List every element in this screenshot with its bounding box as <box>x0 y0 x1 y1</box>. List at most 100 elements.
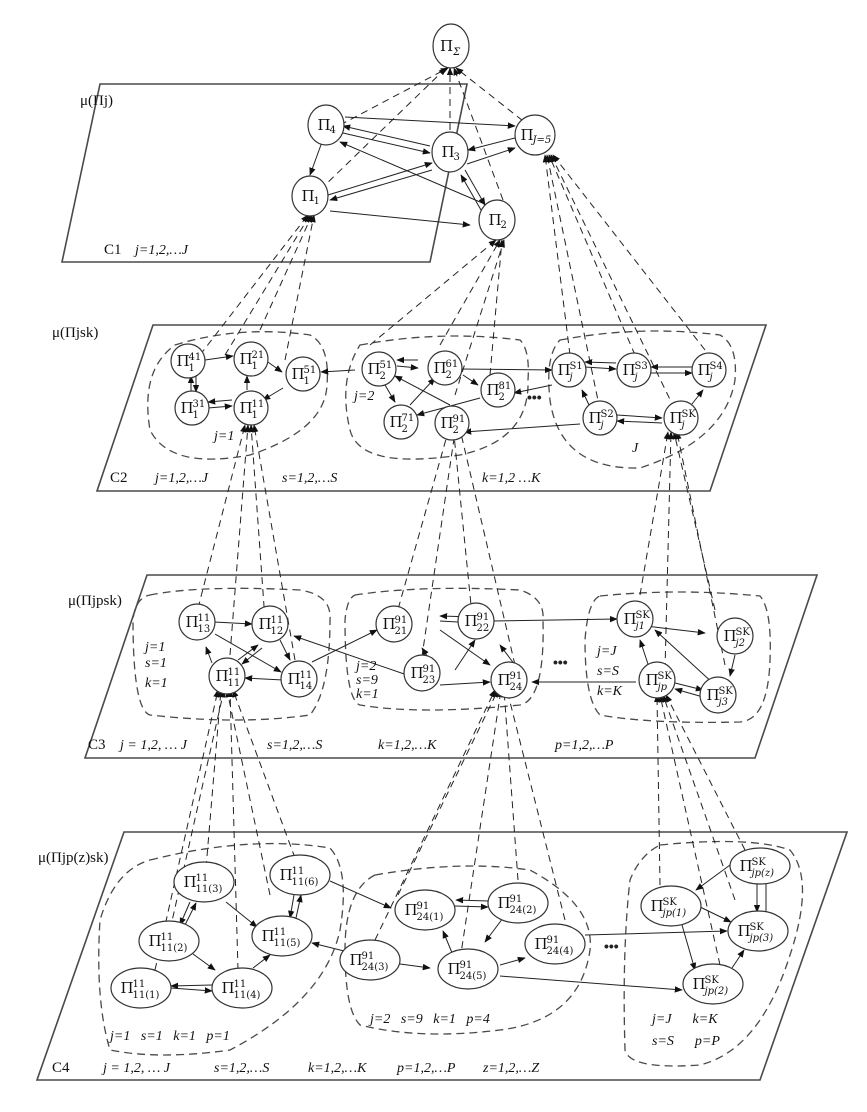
node-circle <box>375 605 413 643</box>
graph-node[interactable]: Π2 <box>478 199 516 241</box>
group-label: j=J <box>595 644 617 659</box>
range-label: k=1,2,…K <box>378 738 437 753</box>
graph-node[interactable]: ΠJ=5 <box>514 114 556 156</box>
group-label: j=2 <box>354 659 376 674</box>
range-label: s=1,2,…S <box>214 1061 269 1076</box>
group-label: j=J k=K <box>650 1012 718 1027</box>
group-label: k=K <box>597 684 623 699</box>
level-label-c1: C1 <box>104 242 122 258</box>
node-circle <box>431 131 469 173</box>
node-circle <box>233 341 269 377</box>
graph-node[interactable]: Π4 <box>307 104 345 146</box>
node-circle <box>616 600 654 638</box>
range-label: j=1,2,…J <box>133 243 189 258</box>
node-label: Π4 <box>318 116 336 136</box>
group-outlines <box>98 330 804 1067</box>
group-label: j=1 <box>212 429 234 444</box>
group-label: j=2 <box>352 389 374 404</box>
node-circle <box>437 948 499 990</box>
group-label: s=9 <box>356 673 378 688</box>
range-label: p=1,2,…P <box>396 1061 456 1076</box>
measure-label-c3: μ(Πjpsk) <box>68 593 122 609</box>
node-circle <box>403 654 441 692</box>
measure-label-c2: μ(Πjsk) <box>52 325 98 341</box>
group-label: j=1 <box>143 640 165 655</box>
graph-node[interactable]: Π3 <box>431 131 469 173</box>
group-label: s=S p=P <box>652 1034 720 1049</box>
range-label: k=1,2,…K <box>308 1061 367 1076</box>
node-circle <box>178 603 216 641</box>
node-circle <box>663 400 699 436</box>
node-circle <box>427 350 463 386</box>
node-circle <box>170 343 206 379</box>
node-circle <box>285 356 321 392</box>
node-circle <box>383 404 419 440</box>
root-node[interactable]: ΠΣ <box>432 23 470 69</box>
graph-node[interactable]: Π1 <box>291 175 329 217</box>
node-circle <box>361 351 397 387</box>
node-circle <box>208 657 246 695</box>
node-circle <box>691 352 727 388</box>
node-circle <box>682 963 744 1005</box>
node-circle <box>729 847 791 885</box>
